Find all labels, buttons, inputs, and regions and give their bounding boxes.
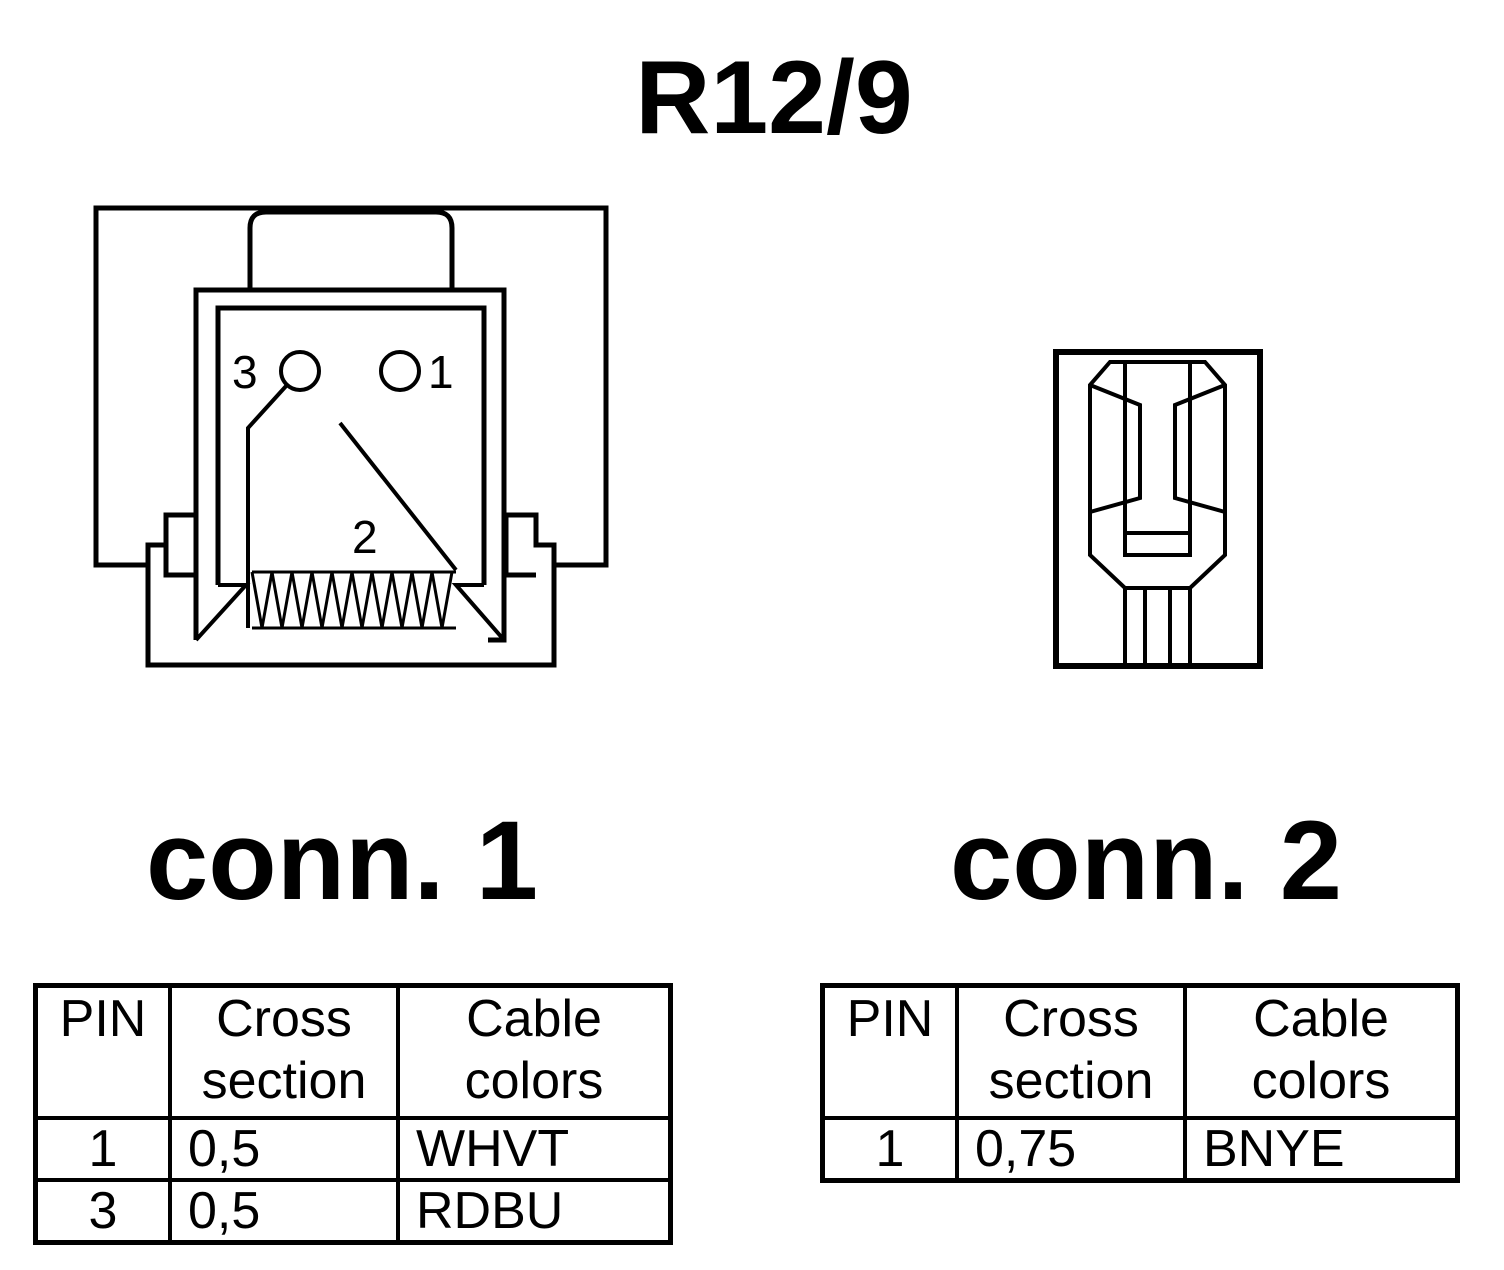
conn1-drawing: 3 1 2: [93, 205, 609, 668]
header-cable-colors: Cable colors: [396, 983, 673, 1120]
table-row: 1 0,75 BNYE: [820, 1116, 1460, 1183]
conn2-label: conn. 2: [950, 798, 1343, 923]
conn1-pin1-hole: [379, 350, 421, 392]
diagram-title: R12/9: [635, 40, 913, 156]
conn2-center-slot: [1123, 362, 1192, 557]
conn1-inner-frame: [193, 287, 507, 643]
conn1-pin1-label: 1: [428, 346, 454, 398]
conn1-pin3-label: 3: [232, 346, 258, 398]
header-pin: PIN: [33, 983, 172, 1120]
header-cross-section: Cross section: [955, 983, 1187, 1120]
conn1-spring: [250, 570, 456, 630]
conn2-right-wing: [1173, 383, 1226, 514]
table-header-row: PIN Cross section Cable colors: [33, 983, 673, 1120]
header-cross-section: Cross section: [168, 983, 400, 1120]
pin-value: 3: [33, 1178, 172, 1245]
conn1-label: conn. 1: [146, 798, 539, 923]
conn2-left-wing: [1089, 383, 1142, 514]
conn1-pin2-leader: [338, 421, 458, 572]
cable-colors-value: WHVT: [396, 1116, 673, 1182]
table-header-row: PIN Cross section Cable colors: [820, 983, 1460, 1120]
conn1-latch: [247, 209, 455, 290]
conn1-pin2-label: 2: [352, 511, 378, 563]
cable-colors-value: RDBU: [396, 1178, 673, 1245]
cross-section-value: 0,5: [168, 1116, 400, 1182]
header-pin: PIN: [820, 983, 959, 1120]
conn2-pin-table: PIN Cross section Cable colors 1 0,75 BN…: [820, 983, 1460, 1183]
conn2-housing: [1053, 349, 1263, 669]
conn2-drawing: [1053, 349, 1263, 669]
conn1-pin3-lead: [246, 383, 289, 628]
table-row: 1 0,5 WHVT: [33, 1116, 673, 1182]
table-row: 3 0,5 RDBU: [33, 1178, 673, 1245]
conn1-left-ramp: [194, 583, 251, 642]
header-cable-colors: Cable colors: [1183, 983, 1460, 1120]
conn1-pin3-hole: [279, 350, 321, 392]
cable-colors-value: BNYE: [1183, 1116, 1460, 1183]
conn2-wire-leads: [1123, 588, 1192, 666]
conn1-housing: [93, 205, 609, 568]
conn2-contact-outline: [1088, 360, 1227, 590]
pin-value: 1: [820, 1116, 959, 1183]
conn1-inner-frame-2: [215, 305, 487, 585]
cross-section-value: 0,5: [168, 1178, 400, 1245]
cross-section-value: 0,75: [955, 1116, 1187, 1183]
conn1-pin-table: PIN Cross section Cable colors 1 0,5 WHV…: [33, 983, 673, 1245]
conn1-right-ramp: [451, 583, 506, 642]
pin-value: 1: [33, 1116, 172, 1182]
